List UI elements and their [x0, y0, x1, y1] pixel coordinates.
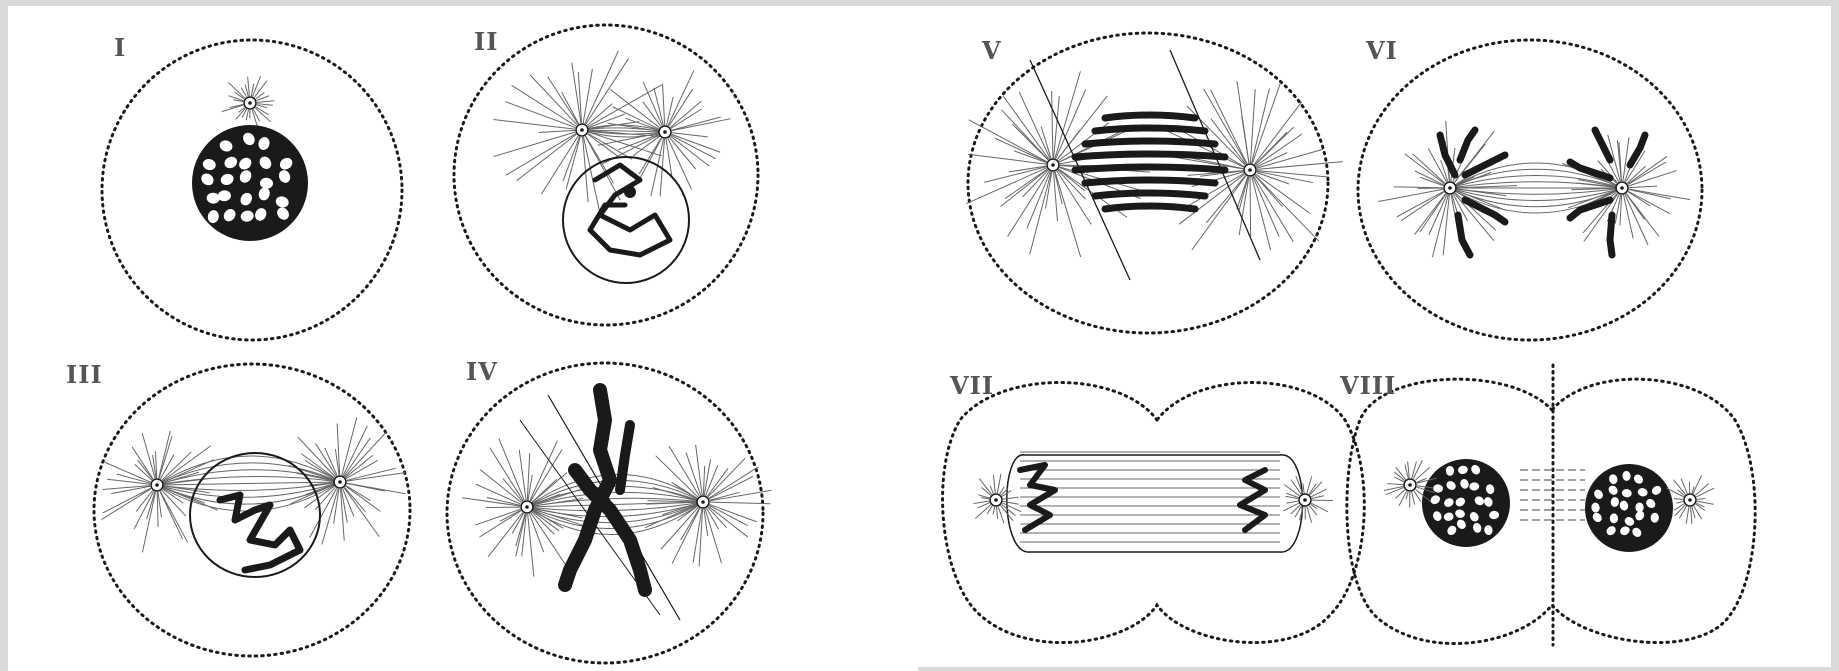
cell-stage-2 [454, 25, 758, 325]
chromosome [1075, 154, 1225, 157]
cell-stage-7 [943, 383, 1365, 643]
stage-label-6: VI [1365, 36, 1398, 65]
frame-bottom-right [918, 667, 1839, 671]
stage-label-7: VII [949, 371, 994, 400]
stage-label-5: V [981, 36, 1002, 65]
stage-label-8: VIII [1339, 371, 1396, 400]
chromosome [1095, 193, 1205, 196]
nucleolus [624, 186, 636, 198]
chromosome [1105, 115, 1195, 118]
frame-right [1831, 0, 1839, 671]
chromosome [1085, 141, 1215, 144]
cell-stage-1 [102, 40, 402, 340]
cell-stage-8 [1347, 365, 1755, 645]
nucleus [563, 157, 689, 283]
spindle-outline [1007, 455, 1303, 552]
cell-stage-5 [966, 33, 1343, 333]
cell-stage-4 [447, 363, 771, 663]
chromosome [1095, 128, 1205, 131]
cell-stage-6 [1358, 40, 1702, 340]
stage-label-2: II [474, 27, 498, 56]
chromosome [1085, 180, 1215, 183]
frame-top [0, 0, 1839, 6]
chromosome [1105, 206, 1195, 209]
chromosome [1075, 167, 1225, 170]
stage-label-4: IV [466, 357, 498, 386]
cell-membrane [1358, 40, 1702, 340]
cell-membrane [1347, 379, 1755, 643]
stage-label-3: III [66, 360, 103, 389]
cell-stage-3 [94, 364, 410, 656]
nuclear-envelope [190, 453, 320, 577]
stage-label-1: I [114, 33, 126, 62]
frame-left [0, 0, 8, 671]
